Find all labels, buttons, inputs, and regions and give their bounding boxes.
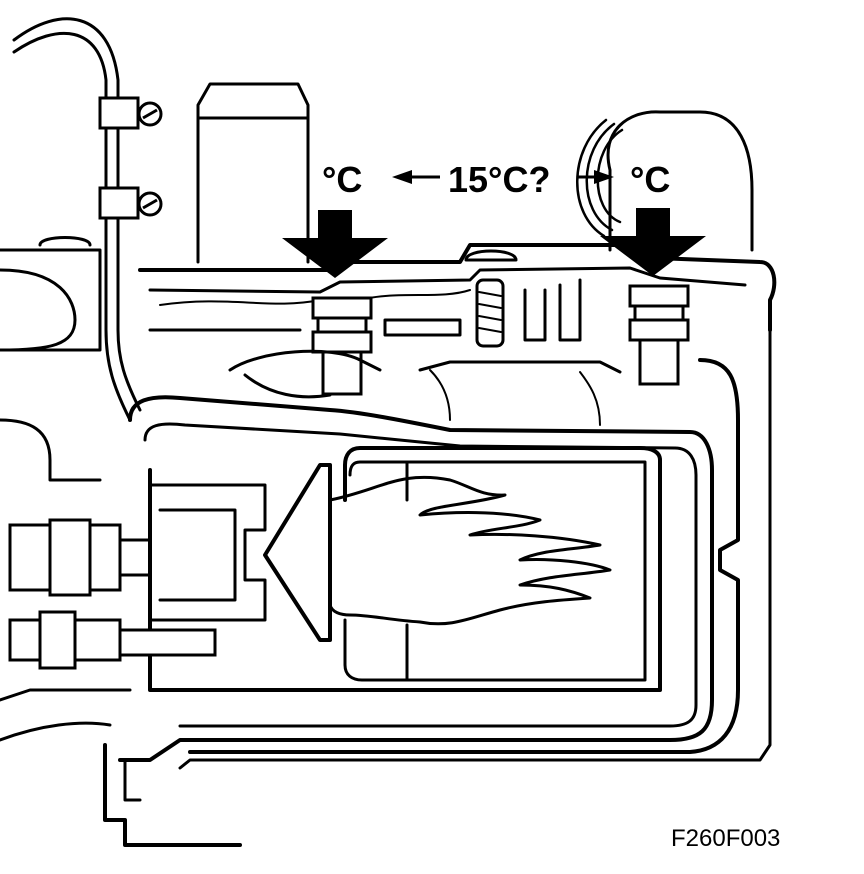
figure-code: F260F003: [671, 825, 780, 852]
label-temp-left: °C: [322, 159, 362, 200]
fuel-connector-upper: [8, 518, 152, 597]
combustion-chamber: [148, 446, 662, 692]
pipe-clamp-upper: [98, 96, 163, 130]
temperature-sensor-right: [628, 284, 690, 386]
filler-neck: [196, 82, 310, 264]
arrow-right-sensor: [600, 208, 706, 276]
fuel-connector-lower: [8, 610, 217, 670]
mounting-bracket: [103, 743, 242, 847]
pointer-arrow-right: [578, 170, 614, 184]
housing-screw: [464, 249, 518, 348]
label-delta-question: 15°C?: [448, 159, 550, 200]
engine-left-parts: [0, 236, 132, 742]
label-temp-right: °C: [630, 159, 670, 200]
burner-flame: [328, 475, 612, 626]
heater-housing: [118, 328, 772, 770]
temperature-sensor-left: [311, 296, 373, 396]
coolant-pipe: [12, 17, 142, 422]
pipe-clamp-lower: [98, 186, 163, 220]
pointer-arrow-left: [392, 170, 440, 184]
arrow-left-sensor: [282, 210, 388, 278]
burner-cone: [148, 463, 332, 642]
housing-top-plate: [138, 243, 777, 342]
expansion-tank: [576, 110, 754, 252]
